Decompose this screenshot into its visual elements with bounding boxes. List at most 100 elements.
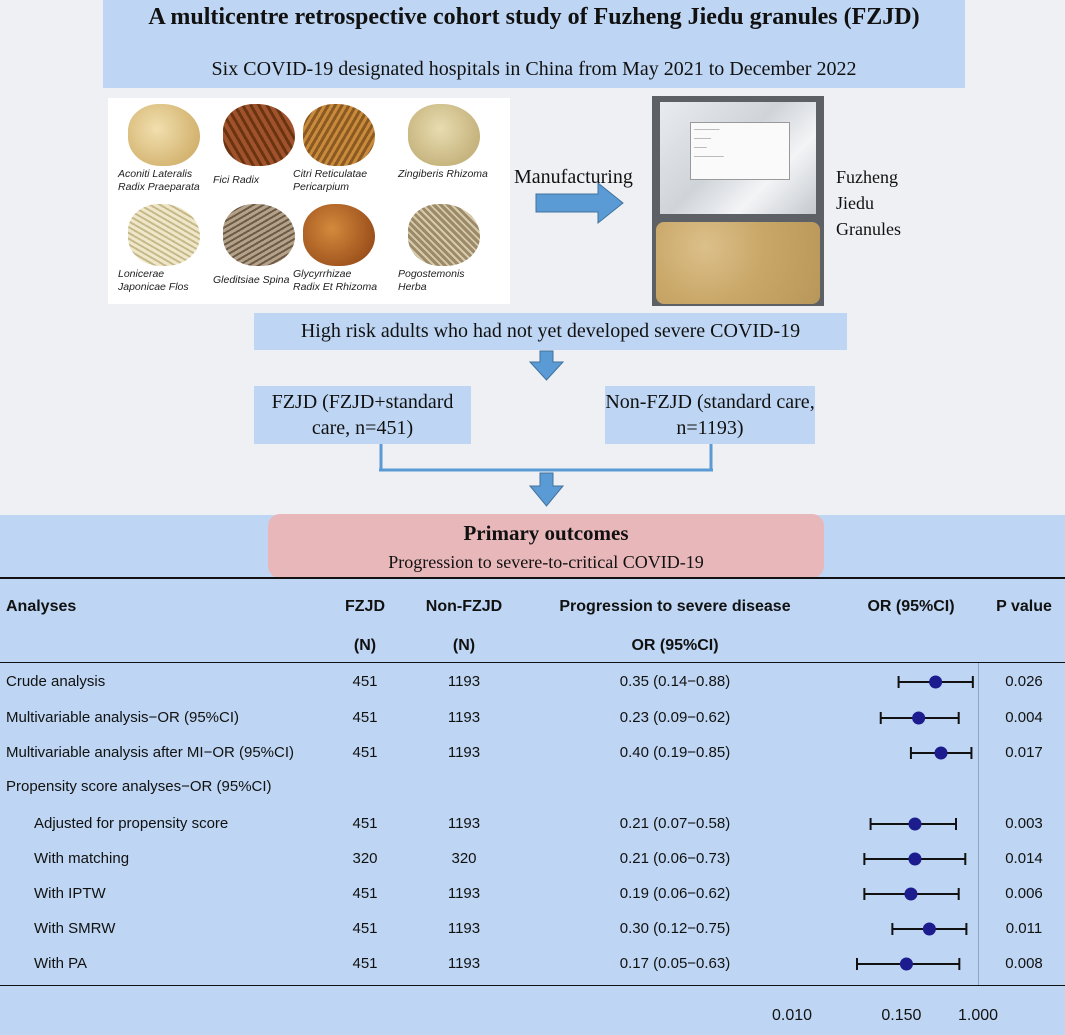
reference-line bbox=[978, 663, 979, 985]
title-box bbox=[103, 0, 965, 88]
row-or-text: 0.21 (0.07−0.58) bbox=[619, 815, 731, 832]
row-label: With matching bbox=[34, 850, 130, 867]
aconite-root-icon bbox=[128, 104, 200, 166]
down-arrow-icon-1 bbox=[528, 350, 565, 381]
nonfzjd-group-box: Non-FZJD (standard care, n=1193) bbox=[605, 386, 815, 444]
product-name: Fuzheng Jiedu Granules bbox=[836, 167, 901, 239]
licorice-icon bbox=[303, 204, 375, 266]
herb-name: Fici Radix bbox=[213, 174, 260, 186]
citrus-peel-icon bbox=[303, 104, 375, 166]
row-nonfzjd-n: 1193 bbox=[447, 709, 481, 726]
down-arrow-icon-2 bbox=[528, 472, 565, 507]
row-fzjd-n: 451 bbox=[352, 955, 378, 972]
flow-arrows bbox=[379, 181, 713, 507]
herb-name: Zingiberis Rhizoma bbox=[398, 168, 488, 180]
or-point bbox=[908, 852, 922, 866]
forest-row-mark bbox=[856, 957, 961, 971]
forest-row-mark bbox=[863, 887, 960, 901]
honeysuckle-icon bbox=[128, 204, 200, 266]
or-point bbox=[929, 675, 943, 689]
herb-name: Citri Reticulatae Pericarpium bbox=[293, 168, 368, 193]
fzjd-group-box: FZJD (FZJD+standard care, n=451) bbox=[254, 386, 471, 444]
row-p-value: 0.008 bbox=[1005, 955, 1043, 972]
col-fzjd: FZJD bbox=[345, 598, 385, 615]
row-p-value: 0.011 bbox=[1005, 920, 1043, 937]
row-or-text: 0.35 (0.14−0.88) bbox=[619, 673, 731, 690]
herb-panel: Aconiti Lateralis Radix Praeparata Fici R… bbox=[108, 98, 510, 304]
row-fzjd-n: 451 bbox=[352, 673, 378, 690]
x-tick-label: 0.010 bbox=[772, 1007, 812, 1024]
fzjd-group-label: FZJD (FZJD+standard care, n=451) bbox=[271, 391, 454, 439]
row-fzjd-n: 320 bbox=[352, 850, 378, 867]
page-title: A multicentre retrospective cohort study… bbox=[148, 4, 920, 30]
row-nonfzjd-n: 1193 bbox=[447, 815, 481, 832]
forest-row-mark bbox=[879, 711, 960, 725]
or-point bbox=[908, 817, 922, 831]
row-label: Multivariable analysis after MI−OR (95%C… bbox=[6, 744, 295, 761]
forest-row-mark bbox=[869, 817, 957, 831]
or-point bbox=[899, 957, 913, 971]
patchouli-icon bbox=[408, 204, 480, 266]
row-nonfzjd-n: 1193 bbox=[447, 955, 481, 972]
row-label: With IPTW bbox=[34, 885, 106, 902]
forest-row-mark bbox=[897, 675, 974, 689]
outcome-title: Primary outcomes bbox=[463, 521, 629, 545]
forest-row-mark bbox=[891, 922, 968, 936]
col-progression: Progression to severe disease bbox=[559, 598, 791, 615]
row-or-text: 0.23 (0.09−0.62) bbox=[619, 709, 731, 726]
row-nonfzjd-n: 1193 bbox=[447, 744, 481, 761]
x-tick-label: 1.000 bbox=[958, 1007, 998, 1024]
row-or-text: 0.21 (0.06−0.73) bbox=[619, 850, 731, 867]
forest-row-mark bbox=[863, 852, 967, 866]
or-point bbox=[922, 922, 936, 936]
row-fzjd-n: 451 bbox=[352, 885, 378, 902]
row-or-text: 0.40 (0.19−0.85) bbox=[619, 744, 731, 761]
row-p-value: 0.014 bbox=[1005, 850, 1043, 867]
table-header-rule bbox=[0, 662, 1065, 663]
col-or: OR (95%CI) bbox=[867, 598, 955, 615]
row-fzjd-n: 451 bbox=[352, 709, 378, 726]
row-nonfzjd-n: 1193 bbox=[447, 920, 481, 937]
thorn-icon bbox=[223, 204, 295, 266]
or-point bbox=[934, 746, 948, 760]
outcome-box bbox=[268, 514, 824, 578]
manufacturing-arrow-icon bbox=[535, 181, 624, 225]
granule-powder-icon bbox=[656, 222, 820, 304]
col-p: P value bbox=[996, 598, 1052, 615]
herb-name: Pogostemonis Herba bbox=[398, 268, 465, 293]
row-label: With SMRW bbox=[34, 920, 116, 937]
row-p-value: 0.006 bbox=[1005, 885, 1043, 902]
herb-name: Lonicerae Japonicae Flos bbox=[118, 268, 189, 293]
nonfzjd-group-label: Non-FZJD (standard care, n=1193) bbox=[605, 391, 815, 439]
or-point bbox=[912, 711, 926, 725]
manufacturing-label: Manufacturing bbox=[514, 166, 633, 188]
herb-name: Aconiti Lateralis Radix Praeparata bbox=[118, 168, 200, 193]
bag-label-icon: ──────────────────── bbox=[690, 122, 790, 180]
forest-row-mark bbox=[909, 746, 973, 760]
row-nonfzjd-n: 320 bbox=[451, 850, 477, 867]
row-p-value: 0.004 bbox=[1005, 709, 1043, 726]
outcome-subtitle: Progression to severe-to-critical COVID-… bbox=[388, 552, 704, 572]
row-or-text: 0.30 (0.12−0.75) bbox=[619, 920, 731, 937]
col-nonfzjd-n: (N) bbox=[452, 637, 476, 654]
table-top-rule bbox=[0, 577, 1065, 579]
row-label: Crude analysis bbox=[6, 673, 106, 690]
row-fzjd-n: 451 bbox=[352, 920, 378, 937]
row-or-text: 0.17 (0.05−0.63) bbox=[619, 955, 731, 972]
herb-name: Glycyrrhizae Radix Et Rhizoma bbox=[293, 268, 378, 293]
row-or-text: 0.19 (0.06−0.62) bbox=[619, 885, 731, 902]
row-label: Propensity score analyses−OR (95%CI) bbox=[6, 778, 272, 795]
row-nonfzjd-n: 1193 bbox=[447, 673, 481, 690]
herb-name: Gleditsiae Spina bbox=[213, 274, 290, 286]
criteria-box: High risk adults who had not yet develop… bbox=[254, 313, 847, 350]
col-fzjd-n: (N) bbox=[353, 637, 377, 654]
row-label: With PA bbox=[34, 955, 88, 972]
row-p-value: 0.017 bbox=[1005, 744, 1043, 761]
fig-root-icon bbox=[223, 104, 295, 166]
row-fzjd-n: 451 bbox=[352, 815, 378, 832]
x-tick-label: 0.150 bbox=[881, 1007, 921, 1024]
row-p-value: 0.003 bbox=[1005, 815, 1043, 832]
col-progression-or: OR (95%CI) bbox=[631, 637, 719, 654]
row-p-value: 0.026 bbox=[1005, 673, 1043, 690]
bottom-section-background bbox=[0, 515, 1065, 1035]
